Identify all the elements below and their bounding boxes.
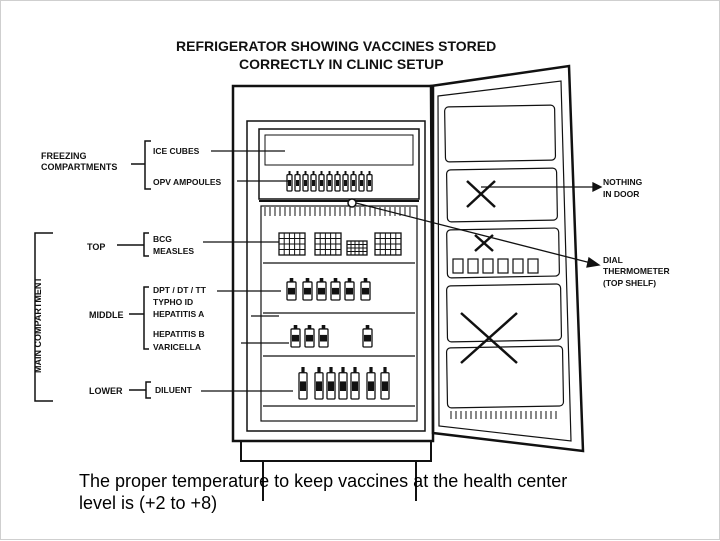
vaccine-box	[374, 232, 402, 256]
label-bcg: BCG	[153, 234, 172, 244]
caption: The proper temperature to keep vaccines …	[79, 470, 679, 514]
hepatitis-b-bottle	[362, 325, 373, 348]
dpt-bottle	[302, 278, 313, 301]
caption-line2: level is (+2 to +8)	[79, 493, 218, 513]
door-slot	[467, 258, 479, 274]
diluent-bottle	[338, 367, 348, 400]
door-slot	[452, 258, 464, 274]
dpt-bottle	[344, 278, 355, 301]
hepatitis-b-bottle	[290, 325, 301, 348]
door-slot	[482, 258, 494, 274]
dpt-bottle-row	[286, 278, 371, 301]
label-compartments: COMPARTMENTS	[41, 162, 117, 172]
diluent-bottle	[326, 367, 336, 400]
label-typhoid: TYPHO ID	[153, 297, 193, 307]
door-shelf-slots	[452, 258, 539, 274]
dpt-bottle	[316, 278, 327, 301]
label-hepatitis-b: HEPATITIS B	[153, 329, 205, 339]
rack-teeth	[264, 207, 411, 216]
dpt-bottle	[330, 278, 341, 301]
bcg-measles-boxes	[278, 232, 402, 256]
hepatitis-b-bottle	[318, 325, 329, 348]
opv-ampoule	[342, 171, 349, 192]
refrigerator-body	[231, 84, 435, 501]
label-freezing: FREEZING	[41, 151, 87, 161]
label-ice-cubes: ICE CUBES	[153, 146, 200, 156]
opv-ampoule	[294, 171, 301, 192]
label-thermometer: THERMOMETER	[603, 266, 670, 276]
diluent-bottle	[350, 367, 360, 400]
opv-ampoule	[318, 171, 325, 192]
label-diluent: DILUENT	[155, 385, 193, 395]
opv-ampoule	[366, 171, 373, 192]
dial-thermometer	[347, 198, 357, 208]
label-in-door: IN DOOR	[603, 189, 639, 199]
opv-ampoule	[286, 171, 293, 192]
label-measles: MEASLES	[153, 246, 194, 256]
opv-ampoule	[358, 171, 365, 192]
do-not-store-x-marks	[460, 180, 518, 364]
door-slot	[527, 258, 539, 274]
dpt-bottle	[286, 278, 297, 301]
diluent-bottle	[366, 367, 376, 400]
label-hepatitis-a: HEPATITIS A	[153, 309, 204, 319]
label-opv-ampoules: OPV AMPOULES	[153, 177, 221, 187]
label-varicella: VARICELLA	[153, 342, 201, 352]
door-bottom-teeth	[450, 411, 557, 419]
label-dial: DIAL	[603, 255, 623, 265]
vaccine-box	[278, 232, 306, 256]
label-lower: LOWER	[89, 386, 123, 396]
label-dpt: DPT / DT / TT	[153, 285, 207, 295]
hepatitis-b-bottle-row	[290, 325, 373, 348]
dpt-bottle	[360, 278, 371, 301]
vaccine-box	[314, 232, 342, 256]
label-main-compartment: MAIN COMPARTMENT	[33, 277, 43, 373]
pointer-lines	[201, 150, 603, 392]
opv-ampoule	[310, 171, 317, 192]
opv-ampoule	[350, 171, 357, 192]
diluent-bottle	[380, 367, 390, 400]
opv-ampoule	[302, 171, 309, 192]
refrigerator-door	[429, 64, 585, 453]
vaccine-box	[346, 240, 368, 256]
left-bracket-lines	[34, 140, 151, 402]
door-slot	[497, 258, 509, 274]
opv-ampoule	[326, 171, 333, 192]
label-top: TOP	[87, 242, 105, 252]
label-nothing: NOTHING	[603, 177, 643, 187]
label-middle: MIDDLE	[89, 310, 124, 320]
diluent-bottle-row	[298, 367, 390, 400]
caption-line1: The proper temperature to keep vaccines …	[79, 471, 568, 491]
diluent-bottle	[298, 367, 308, 400]
opv-ampoule	[334, 171, 341, 192]
diagram-title-line1: REFRIGERATOR SHOWING VACCINES STORED	[176, 38, 496, 54]
label-top-shelf: (TOP SHELF)	[603, 278, 656, 288]
diluent-bottle	[314, 367, 324, 400]
hepatitis-b-bottle	[304, 325, 315, 348]
opv-ampoule-row	[286, 171, 373, 192]
door-slot	[512, 258, 524, 274]
diagram-title-line2: CORRECTLY IN CLINIC SETUP	[239, 56, 444, 72]
